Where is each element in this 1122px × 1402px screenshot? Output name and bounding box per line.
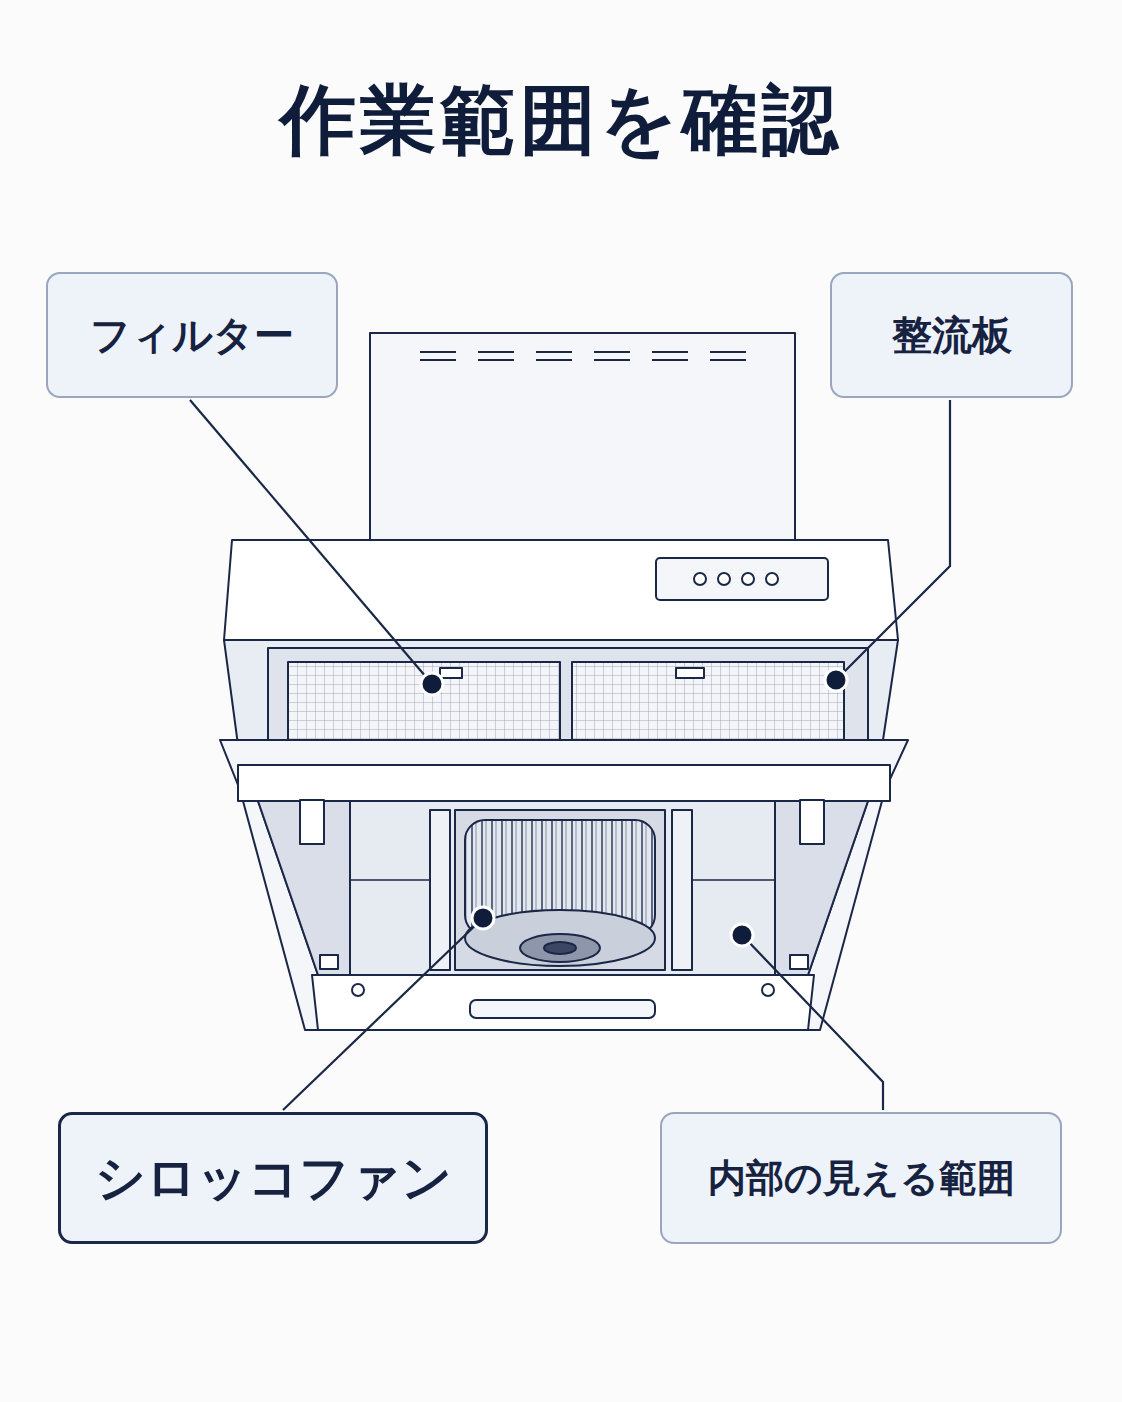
callout-label: フィルター xyxy=(90,308,294,363)
leader-lines xyxy=(190,400,950,1110)
callout-box: 整流板 xyxy=(830,272,1073,398)
callout-box: 内部の見える範囲 xyxy=(660,1112,1062,1244)
callout-box: フィルター xyxy=(46,272,338,398)
callout-box: シロッコファン xyxy=(58,1112,488,1244)
callout-label: シロッコファン xyxy=(95,1145,452,1212)
callout-dots xyxy=(421,669,847,946)
callout-label: 整流板 xyxy=(892,308,1012,363)
callout-label: 内部の見える範囲 xyxy=(708,1153,1015,1204)
page-title: 作業範囲を確認 xyxy=(0,70,1122,173)
